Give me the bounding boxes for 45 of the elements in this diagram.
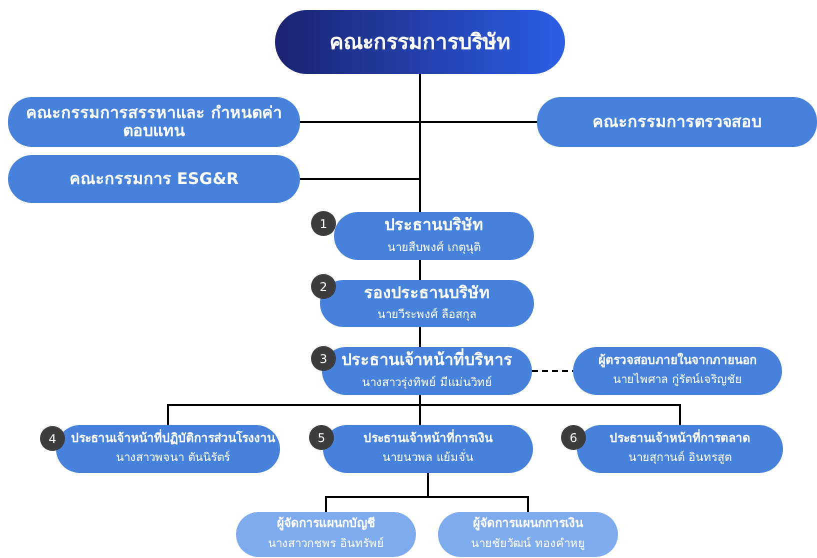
position-title: คณะกรรมการบริษัท — [330, 30, 510, 54]
dashed-connector — [532, 370, 573, 372]
position-box — [323, 425, 533, 473]
position-box — [537, 97, 817, 147]
position-box — [322, 347, 532, 395]
position-title: ผู้จัดการแผนกการเงิน — [473, 517, 583, 531]
number-badge: 6 — [561, 425, 586, 450]
position-title: ประธานเจ้าหน้าที่ปฏิบัติการส่วนโรงงาน — [71, 432, 275, 446]
position-box — [236, 512, 416, 557]
connector-line — [419, 395, 681, 425]
position-title: รองประธานบริษัท — [364, 284, 490, 302]
person-name: นางสาวกชพร อินทรัพย์ — [268, 534, 384, 552]
position-box — [577, 425, 783, 473]
connector-line — [419, 327, 421, 347]
position-title: ผู้ตรวจสอบภายในจากภายนอก — [598, 354, 756, 368]
person-name: นายวีระพงศ์ ลือสกุล — [378, 306, 476, 324]
position-title: คณะกรรมการ ESG&R — [69, 170, 239, 188]
position-title: ประธานบริษัท — [384, 216, 484, 235]
number-badge: 3 — [311, 346, 336, 371]
position-box — [573, 347, 782, 395]
connector-line — [427, 473, 529, 512]
person-name: นายไพศาล กู่รัตน์เจริญชัย — [613, 371, 742, 388]
number-badge: 1 — [311, 211, 336, 236]
person-name: นางสาวพจนา ตันนิรัตร์ — [116, 449, 230, 466]
number-badge: 5 — [309, 425, 334, 450]
number-badge: 2 — [311, 274, 336, 299]
connector-line — [419, 260, 421, 280]
position-title: คณะกรรมการสรรหาและ กำหนดค่าตอบแทน — [25, 104, 283, 140]
person-name: นางสาวรุ่งทิพย์ มีแม่นวิทย์ — [362, 374, 492, 391]
position-box — [334, 212, 534, 260]
person-name: นายสืบพงศ์ เกตุนุติ — [388, 238, 480, 256]
position-title: ประธานเจ้าหน้าที่การตลาด — [610, 432, 750, 446]
position-box — [8, 155, 300, 203]
person-name: นายนวพล แย้มจั่น — [382, 448, 474, 466]
position-title: คณะกรรมการตรวจสอบ — [592, 112, 762, 132]
person-name: นายชัยวัฒน์ ทองคำหยู — [471, 534, 585, 552]
position-box — [320, 280, 534, 327]
position-box — [56, 425, 280, 473]
person-name: นายสุกานต์ อินทรสูต — [628, 449, 732, 466]
position-box — [8, 97, 300, 147]
position-title: ประธานเจ้าหน้าที่การเงิน — [364, 432, 492, 446]
number-badge: 4 — [40, 426, 65, 451]
position-box — [438, 512, 618, 557]
position-title: ผู้จัดการแผนกบัญชี — [277, 517, 375, 531]
connector-line — [419, 74, 421, 212]
